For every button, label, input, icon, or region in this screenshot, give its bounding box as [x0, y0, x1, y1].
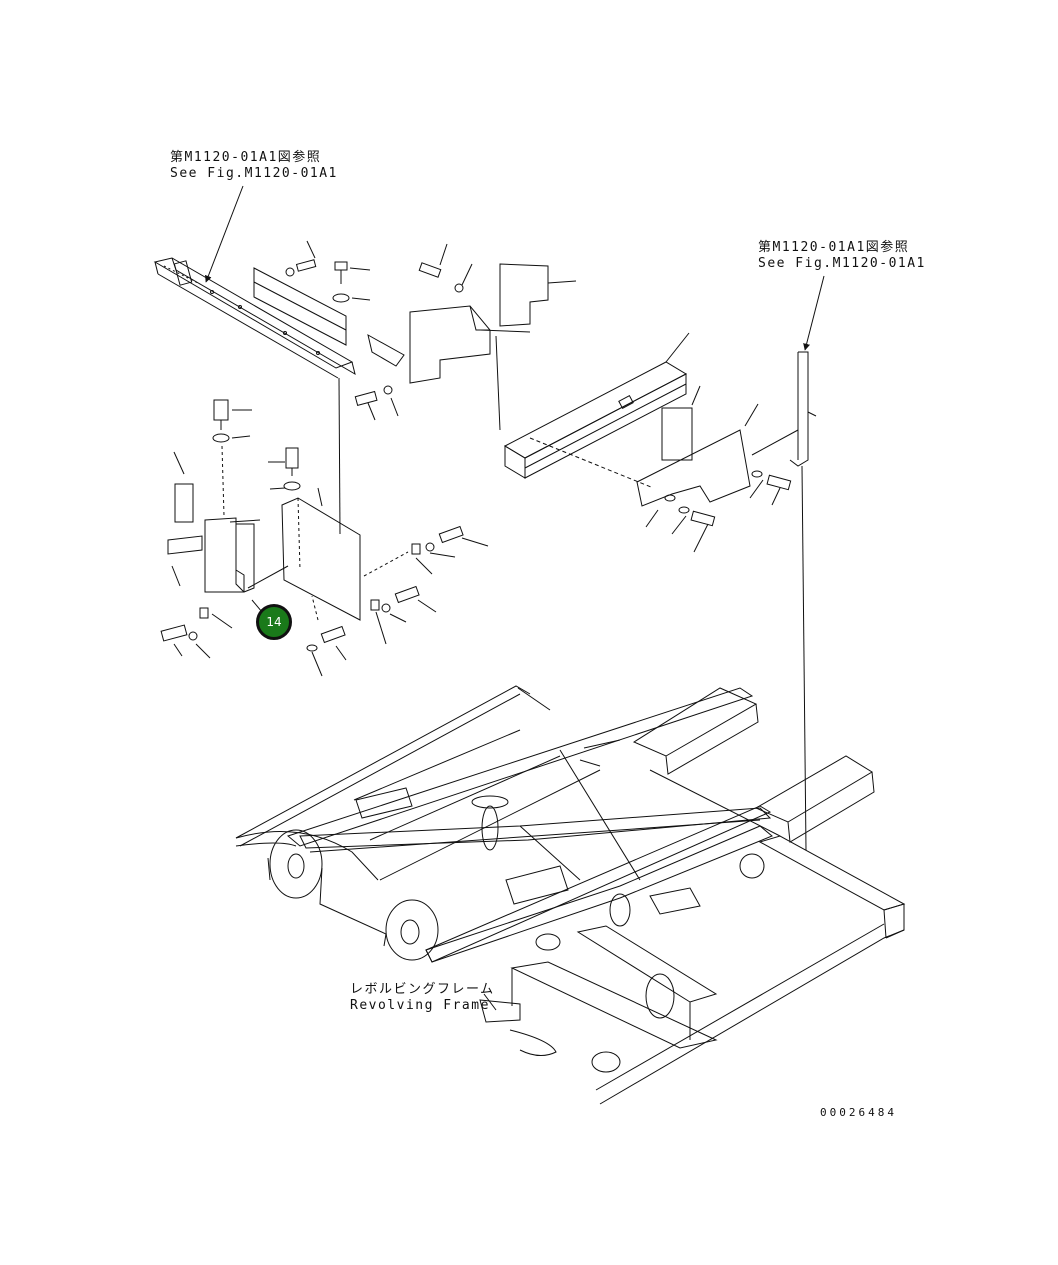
- revolving-frame: [236, 686, 904, 1104]
- right-reference-label: 第M1120-01A1図参照 See Fig.M1120-01A1: [758, 240, 926, 272]
- main-cover-plate: [282, 378, 360, 620]
- drawing-number: 00026484: [820, 1106, 897, 1119]
- upper-rail-bracket: [155, 258, 355, 378]
- right-reference-jp: 第M1120-01A1図参照: [758, 240, 910, 255]
- stepped-cover: [410, 264, 576, 430]
- right-channel: [505, 333, 689, 478]
- revolving-frame-en: Revolving Frame: [350, 998, 490, 1013]
- left-reference-jp: 第M1120-01A1図参照: [170, 150, 322, 165]
- part-callout-14[interactable]: 14: [256, 604, 292, 640]
- upper-bolts: [286, 241, 472, 420]
- revolving-frame-leader: [484, 994, 496, 1010]
- revolving-frame-label: レボルビングフレーム Revolving Frame: [350, 982, 495, 1014]
- left-reference-en: See Fig.M1120-01A1: [170, 166, 338, 181]
- revolving-frame-jp: レボルビングフレーム: [350, 982, 495, 997]
- main-cover-bolts: [307, 526, 488, 676]
- left-reference-leader: [204, 186, 243, 283]
- right-side-plate: [530, 386, 798, 552]
- left-bracket-group: [168, 400, 300, 592]
- right-reference-leader: [803, 276, 824, 351]
- part-callout-number: 14: [266, 615, 282, 629]
- vertical-post: [790, 352, 816, 850]
- left-reference-label: 第M1120-01A1図参照 See Fig.M1120-01A1: [170, 150, 338, 182]
- right-reference-en: See Fig.M1120-01A1: [758, 256, 926, 271]
- upper-center-plate: [254, 268, 404, 366]
